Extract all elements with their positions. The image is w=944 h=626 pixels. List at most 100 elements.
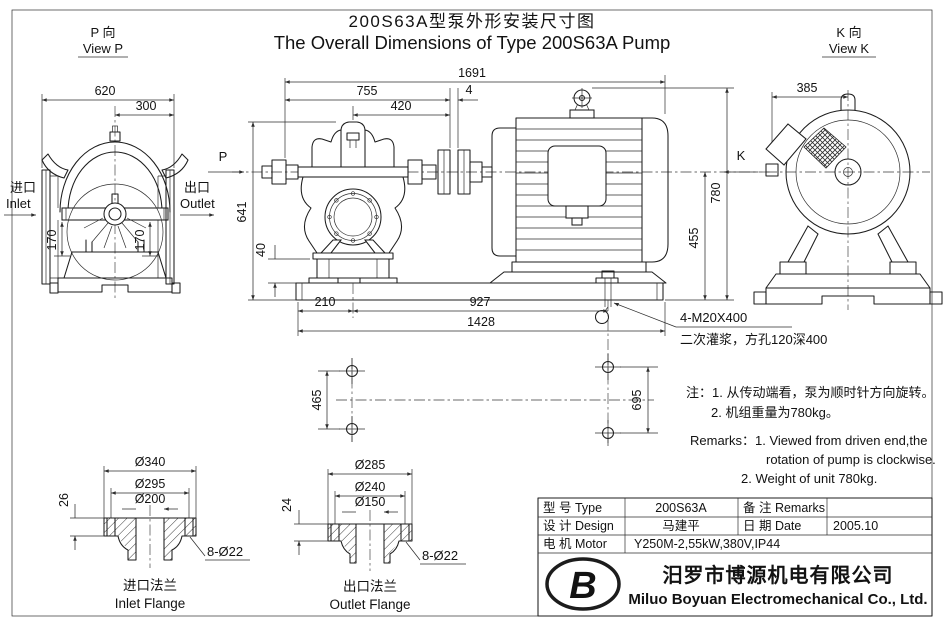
inlet-caption-zh: 进口法兰: [123, 578, 177, 593]
motor-terminal-nipple: [571, 217, 583, 226]
view-k: K 向 View K 385: [753, 25, 943, 310]
view-p-foot-tab-left: [49, 282, 59, 294]
inlet-hatch-hub-left: [119, 536, 136, 560]
main-view: P K 1691 755 420 4 641 40 780 455: [208, 66, 827, 360]
dim-780: 780: [709, 183, 723, 204]
view-k-motor-inner: [795, 119, 901, 225]
outlet-label-zh: 出口: [184, 180, 210, 195]
title-block-grid: [538, 498, 932, 554]
remark-en-1: Remarks：1. Viewed from driven end,the: [690, 433, 927, 448]
main-left-ext-lines: [248, 121, 336, 301]
anchor-pad-left: [337, 277, 361, 284]
inlet-hatch-right: [164, 518, 196, 536]
outlet-flange-detail: Ø285 Ø240 Ø150 24 8-Ø22 出口法兰 Outlet Flan…: [280, 458, 466, 612]
inlet-thickness: 26: [57, 493, 71, 507]
view-k-tab-right: [929, 291, 943, 305]
pump-flange-bolts: [327, 191, 379, 243]
pump-leg-right: [363, 239, 387, 254]
remarks-label: 备 注 Remarks: [743, 500, 825, 515]
pump-split-flange: [297, 166, 409, 178]
remarks-block: 注：1. 从传动端看，泵为顺时针方向旋转。 2. 机组重量为780kg。 Rem…: [686, 385, 936, 486]
anchor-bolt-note: 4-M20X400: [680, 310, 747, 325]
motor-pedestal: [489, 271, 667, 284]
pump-pedestal: [316, 258, 390, 279]
outlet-thickness: 24: [280, 498, 294, 512]
drawing-title: 200S63A型泵外形安装尺寸图 The Overall Dimensions …: [274, 12, 671, 53]
outlet-caption-zh: 出口法兰: [343, 579, 397, 594]
inlet-flange-detail: Ø340 Ø295 Ø200 26 8-Ø22 进口法兰 Inlet Flang…: [57, 455, 250, 611]
view-k-label-en: View K: [829, 41, 870, 56]
company-name-en: Miluo Boyuan Electromechanical Co., Ltd.: [628, 591, 927, 608]
view-p-inlet-pipe: [45, 170, 59, 284]
inlet-caption-en: Inlet Flange: [115, 596, 186, 611]
dim-300: 300: [136, 99, 157, 113]
dim-465-ext: [318, 370, 340, 430]
baseplate: [295, 282, 664, 301]
anchor-leader: [613, 302, 677, 328]
view-k-terminal-tab: [765, 163, 779, 177]
anchor-pad-right: [595, 277, 619, 284]
company-name-zh: 汨罗市博源机电有限公司: [663, 563, 894, 587]
inlet-label-en: Inlet: [6, 196, 31, 211]
outlet-bc: Ø240: [355, 480, 386, 494]
view-k-direction-letter: K: [737, 148, 746, 163]
date-value: 2005.10: [833, 519, 878, 533]
date-label: 日 期 Date: [743, 519, 801, 533]
outlet-hatch-right: [384, 524, 412, 541]
view-k-leg-left: [787, 225, 819, 263]
view-k-grille: [803, 127, 847, 169]
bearing-assembly: [261, 159, 437, 185]
motor-eyebolt-base: [569, 109, 595, 119]
baseplate-end-caps: [301, 283, 658, 300]
title-en: The Overall Dimensions of Type 200S63A P…: [274, 32, 671, 53]
company-logo-letter: B: [569, 565, 596, 607]
view-p-ribs: [83, 217, 147, 249]
inlet-od: Ø340: [135, 455, 166, 469]
view-p-flange-ends: [65, 208, 165, 220]
title-zh: 200S63A型泵外形安装尺寸图: [349, 12, 596, 31]
design-value: 马建平: [662, 519, 700, 533]
view-p-shaft-hub-outer: [103, 202, 127, 226]
type-value: 200S63A: [655, 501, 707, 515]
view-k-foot-right: [889, 261, 917, 275]
view-p: P 向 View P 620 300 170 170: [4, 25, 215, 298]
dim-210: 210: [315, 295, 336, 309]
view-k-shaft-center: [843, 167, 853, 177]
inlet-bc: Ø295: [135, 477, 166, 491]
dim-695: 695: [630, 390, 644, 411]
view-p-label-en: View P: [83, 41, 123, 56]
view-k-label-zh: K 向: [836, 25, 861, 40]
inlet-bore: Ø200: [135, 492, 166, 506]
inlet-section-outline: [103, 517, 197, 561]
grout-note: 二次灌浆，方孔120深400: [680, 332, 827, 347]
main-top-ext-lines: [284, 75, 666, 158]
outlet-holes-leader: [405, 541, 466, 565]
inlet-od-ext: [103, 466, 197, 518]
view-p-vent-cap: [112, 125, 118, 133]
title-block-frame: [537, 497, 933, 617]
view-k-tab-left: [753, 291, 767, 305]
dim-620: 620: [95, 84, 116, 98]
motor-feet: [511, 261, 647, 273]
view-p-direction-letter: P: [219, 149, 228, 164]
dim-385: 385: [797, 81, 818, 95]
view-k-terminal-box: [765, 123, 807, 166]
motor-terminal-stub: [565, 205, 589, 219]
dim-927: 927: [470, 295, 491, 309]
pump-bore-circle: [333, 197, 373, 237]
motor-eyebolt-cross: [572, 88, 592, 108]
inlet-holes: 8-Ø22: [207, 544, 243, 559]
pump-bolt-circle: [329, 193, 377, 241]
view-p-volute-circle: [66, 183, 164, 281]
dim-455: 455: [687, 228, 701, 249]
inlet-holes-leader: [189, 536, 250, 561]
outlet-label-en: Outlet: [180, 196, 215, 211]
view-p-ext-lines: [41, 94, 175, 168]
company-block: B 汨罗市博源机电有限公司 Miluo Boyuan Electromechan…: [545, 557, 928, 611]
dim-465: 465: [310, 390, 324, 411]
view-k-eyebolt-stub: [840, 93, 856, 111]
view-p-outlet-pipe: [157, 170, 171, 284]
motor: [489, 88, 669, 284]
company-logo-ring: [545, 557, 621, 611]
